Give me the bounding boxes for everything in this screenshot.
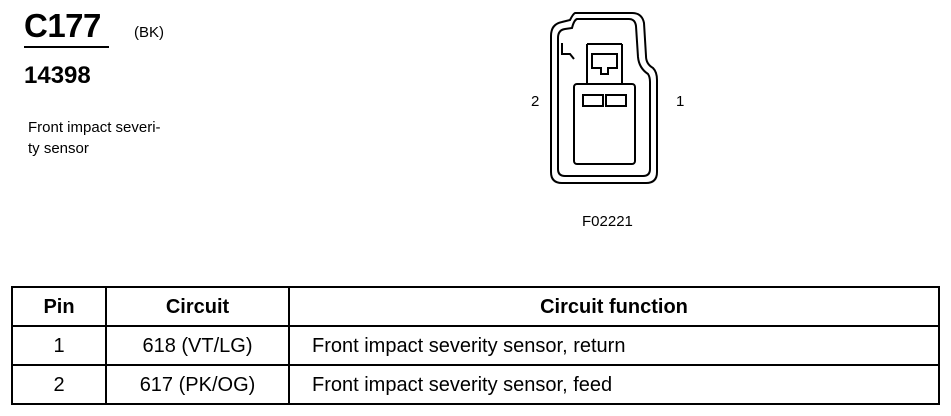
connector-key — [586, 43, 623, 83]
pin-2-label: 2 — [531, 93, 540, 110]
connector-id: C177 — [24, 7, 101, 44]
pin-1-label: 1 — [676, 93, 685, 110]
header-circuit: Circuit — [105, 286, 290, 327]
connector-outer-housing — [550, 12, 658, 184]
table-row: 1 618 (VT/LG) Front impact severity sens… — [11, 325, 940, 366]
latch-notch — [561, 43, 575, 60]
connector-face-diagram — [550, 12, 658, 184]
header-pin: Pin — [11, 286, 107, 327]
table-row: 2 617 (PK/OG) Front impact severity sens… — [11, 364, 940, 405]
part-number: 14398 — [24, 62, 91, 89]
terminal-block — [573, 83, 636, 165]
cell-circuit-function: Front impact severity sensor, feed — [288, 364, 940, 405]
title-underline — [24, 46, 109, 48]
header-circuit-function: Circuit function — [288, 286, 940, 327]
cell-circuit-function: Front impact severity sensor, return — [288, 325, 940, 366]
pin-cavity-1 — [605, 94, 627, 107]
connector-color-code: (BK) — [134, 24, 164, 41]
description-line-2: ty sensor — [28, 140, 89, 157]
cell-circuit: 618 (VT/LG) — [105, 325, 290, 366]
description-line-1: Front impact severi- — [28, 119, 161, 136]
pin-cavity-2 — [582, 94, 604, 107]
cell-circuit: 617 (PK/OG) — [105, 364, 290, 405]
cell-pin: 2 — [11, 364, 107, 405]
figure-id: F02221 — [582, 213, 633, 230]
pinout-table: Pin Circuit Circuit function 1 618 (VT/L… — [11, 286, 940, 405]
connector-inner-housing — [557, 18, 651, 177]
table-header-row: Pin Circuit Circuit function — [11, 286, 940, 327]
cell-pin: 1 — [11, 325, 107, 366]
connector-description: Front impact severi- ty sensor — [28, 117, 198, 159]
